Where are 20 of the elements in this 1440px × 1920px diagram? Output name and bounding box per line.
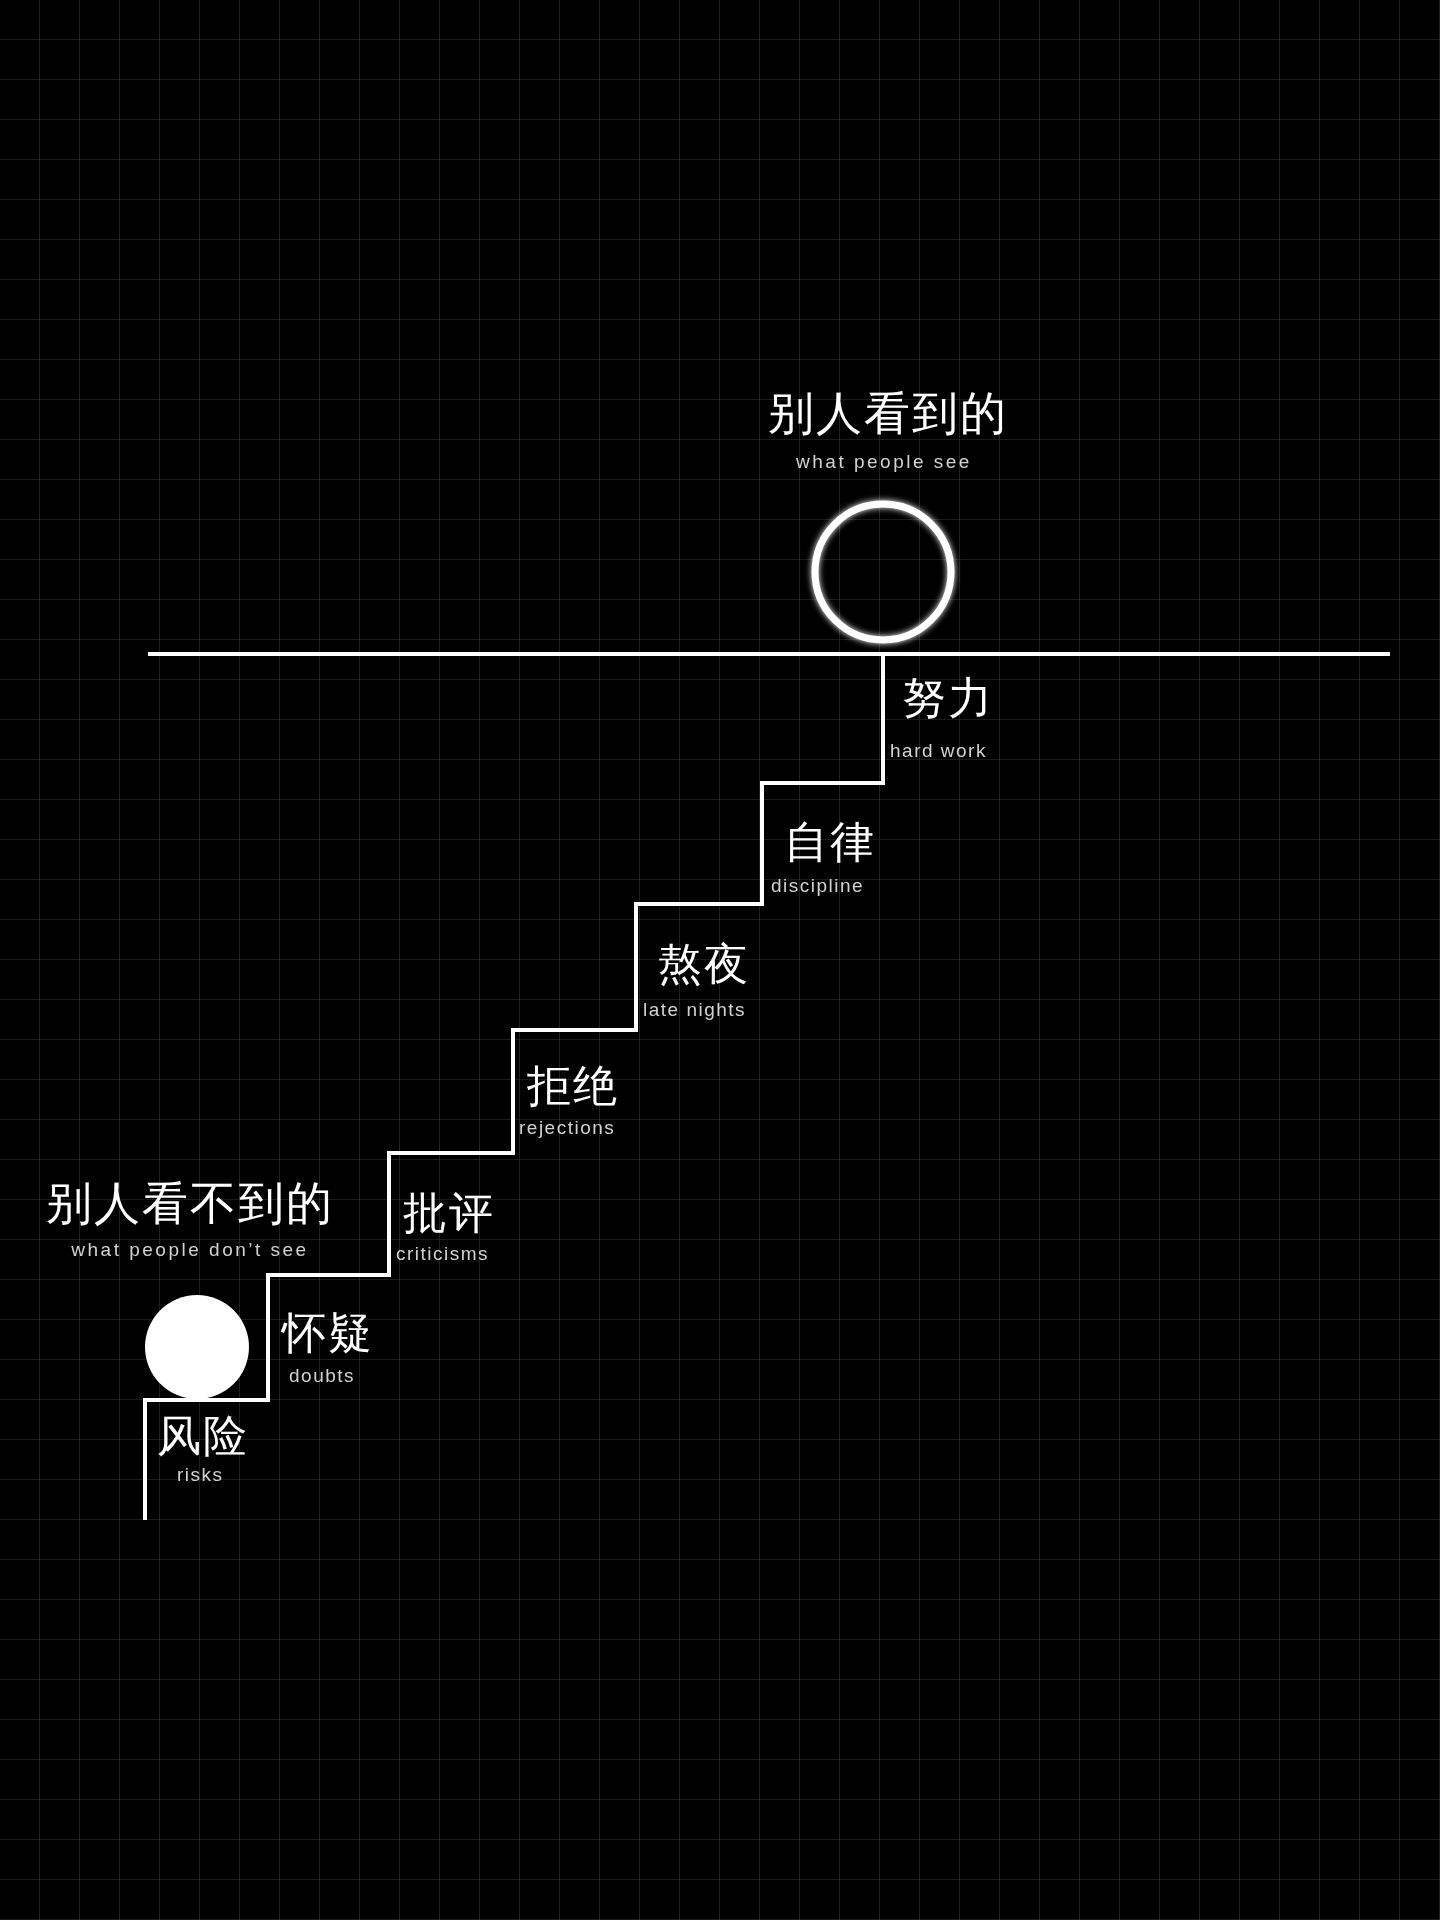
step-caption: doubts <box>289 1365 356 1385</box>
step-label: 拒绝 <box>527 1064 619 1108</box>
step-caption: criticisms <box>396 1243 490 1263</box>
solid-ball <box>145 1295 249 1399</box>
step-caption: risks <box>177 1464 224 1484</box>
glowing-ring <box>811 500 955 644</box>
heading: 别人看不到的 <box>46 1180 334 1226</box>
heading: 别人看到的 <box>768 390 1008 436</box>
step-label: 风险 <box>157 1414 249 1458</box>
step-label: 怀疑 <box>282 1311 374 1355</box>
step-label: 熬夜 <box>658 942 750 986</box>
subheading: what people see <box>796 451 972 471</box>
step-label: 批评 <box>403 1191 495 1235</box>
step-label: 自律 <box>784 820 876 864</box>
step-caption: discipline <box>771 875 865 895</box>
step-caption: hard work <box>890 740 987 760</box>
subheading: what people don’t see <box>71 1239 309 1259</box>
step-label: 努力 <box>902 676 994 720</box>
step-caption: late nights <box>643 999 747 1019</box>
step-caption: rejections <box>519 1117 616 1137</box>
